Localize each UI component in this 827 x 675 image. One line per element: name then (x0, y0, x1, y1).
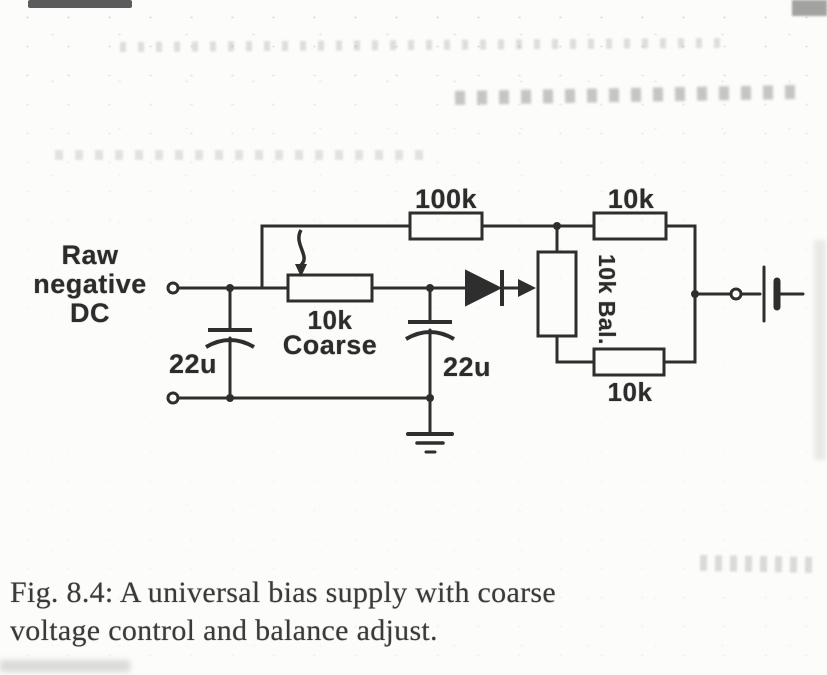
resistor-10k-top-symbol (592, 211, 668, 241)
coarse-pot-symbol (286, 229, 374, 303)
ground-icon (406, 432, 454, 454)
balance-pot-label: 10k Bal. (594, 254, 620, 345)
junction-dots (226, 222, 699, 402)
resistor-100k-symbol (408, 211, 484, 241)
figure-caption-line1: Fig. 8.4: A universal bias supply with c… (10, 576, 556, 609)
wire-segments (176, 224, 805, 434)
capacitor-right-label: 22u (442, 352, 492, 382)
output-terminal-icon (729, 287, 743, 301)
figure-caption-line2: voltage control and balance adjust. (10, 614, 438, 647)
balance-wiper-arrow-icon (518, 279, 536, 297)
input-terminal-top-icon (166, 281, 180, 295)
input-label: Raw negative DC (33, 240, 147, 329)
capacitor-left-label: 22u (168, 349, 218, 379)
capacitor-right-icon (404, 320, 456, 341)
resistor-symbols (408, 211, 668, 377)
resistor-100k-label: 100k (414, 184, 478, 214)
resistor-10k-bottom-label: 10k (607, 377, 653, 407)
coarse-pot-value-label: 10k (307, 305, 353, 335)
resistor-10k-bottom-symbol (592, 347, 666, 377)
cell-icon (762, 265, 781, 323)
input-terminal-bottom-icon (166, 391, 180, 405)
balance-pot-symbol (518, 250, 578, 338)
capacitor-left-icon (204, 328, 256, 349)
diode-icon (465, 269, 504, 307)
coarse-wiper-arrow-icon (297, 229, 306, 267)
scan-artifact (0, 660, 130, 672)
coarse-pot-name-label: Coarse (282, 330, 378, 360)
terminal-icons (166, 281, 743, 405)
circuit-schematic (166, 211, 805, 454)
resistor-10k-top-label: 10k (607, 184, 655, 214)
